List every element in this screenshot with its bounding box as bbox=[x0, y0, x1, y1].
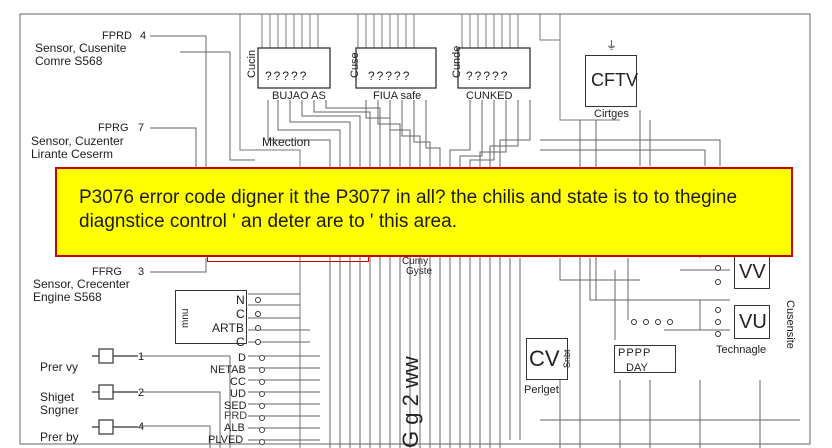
cv-sublabel: Perlget bbox=[524, 384, 559, 396]
cv-side-label: Snbt bbox=[562, 349, 572, 368]
art-pin-n: N bbox=[236, 293, 245, 307]
sensor-2-name: Sensor, Cuzenter bbox=[31, 134, 124, 148]
sensor-2-sub: Lirante Ceserm bbox=[31, 147, 114, 161]
vu-module: VU bbox=[734, 305, 770, 339]
input-3-number: 4 bbox=[138, 421, 145, 433]
connector-2-side: Cuse bbox=[349, 52, 361, 78]
pin-label-d: D bbox=[238, 352, 246, 364]
sensor-3-number: 3 bbox=[138, 266, 145, 278]
art-side-label: mnu bbox=[180, 308, 191, 328]
connector-2-label: FIUA safe bbox=[373, 90, 422, 102]
sensor-1-name: Sensor, Cusenite bbox=[35, 41, 127, 55]
input-2-number: 2 bbox=[138, 387, 145, 399]
error-code-notice: P3076 error code digner it the P3077 in … bbox=[55, 167, 793, 257]
connector-1-pins: ????? bbox=[265, 69, 309, 83]
mid-label-1: Cumy bbox=[402, 256, 429, 267]
vv-module: VV bbox=[734, 255, 770, 289]
sensor-3-code: FFRG bbox=[92, 266, 122, 278]
sensor-2-number: 7 bbox=[138, 122, 145, 134]
connector-1-label: BUJAO AS bbox=[272, 90, 326, 102]
pin-label-prd: PRD bbox=[224, 410, 248, 422]
injection-label: Mkection bbox=[262, 135, 311, 149]
input-1-number: 1 bbox=[138, 351, 145, 363]
vv-label: VV bbox=[739, 261, 766, 283]
day-label: DAY bbox=[626, 362, 648, 374]
sensor-2-code: FPRG bbox=[98, 122, 129, 134]
notice-line-2: diagnstice control ' an deter are to ' t… bbox=[79, 211, 457, 232]
pin-label-plved: PLVED bbox=[208, 434, 244, 446]
cv-label: CV bbox=[529, 346, 560, 371]
pin-label-ud: UD bbox=[230, 388, 246, 400]
sensor-3-name: Sensor, Crecenter bbox=[33, 277, 130, 291]
art-pin-b: B bbox=[236, 321, 245, 335]
technagle-label: Technagle bbox=[716, 344, 767, 356]
sensor-1-sub: Comre S568 bbox=[35, 54, 103, 68]
connector-3-label: CUNKED bbox=[466, 90, 513, 102]
sensor-1-code: FPRD bbox=[102, 30, 132, 42]
pin-label-netab: NETAB bbox=[210, 364, 246, 376]
art-module bbox=[175, 290, 247, 344]
vu-label: VU bbox=[739, 311, 767, 333]
cftv-module: CFTV bbox=[585, 55, 638, 107]
right-side-label: Cusensite bbox=[784, 300, 796, 349]
connector-2-pins: ????? bbox=[368, 69, 412, 83]
input-1-name: Prer vy bbox=[40, 360, 79, 374]
day-module bbox=[614, 345, 676, 373]
bottom-vertical-label: G g 2 ww bbox=[398, 356, 423, 448]
input-3-name: Prer by bbox=[40, 430, 79, 444]
sensor-1-number: 4 bbox=[140, 30, 147, 42]
pin-label-alb: ALB bbox=[224, 422, 245, 434]
cftv-label: CFTV bbox=[591, 70, 638, 90]
cftv-ground-icon: ⏚ bbox=[606, 40, 617, 52]
connector-3-side: Cunde bbox=[451, 45, 463, 78]
pin-label-sed: SED bbox=[224, 400, 247, 412]
mid-label-2: Gyste bbox=[406, 266, 433, 277]
pin-label-cc: CC bbox=[230, 376, 246, 388]
notice-line-1: P3076 error code digner it the P3077 in … bbox=[79, 187, 738, 208]
input-2-name: Shiget bbox=[40, 390, 75, 404]
cftv-sublabel: Cirtges bbox=[594, 108, 629, 120]
art-pin-c: C bbox=[236, 307, 245, 321]
connector-3-pins: ????? bbox=[466, 69, 510, 83]
day-pins: PPPP bbox=[618, 347, 652, 359]
art-pin-c2: C bbox=[236, 335, 245, 349]
cv-module: CV bbox=[526, 338, 568, 380]
connector-1-side: Cucin bbox=[246, 49, 258, 78]
sensor-3-sub: Engine S568 bbox=[33, 290, 102, 304]
input-2-sub: Sngner bbox=[40, 403, 79, 417]
art-label: ART bbox=[212, 321, 236, 335]
